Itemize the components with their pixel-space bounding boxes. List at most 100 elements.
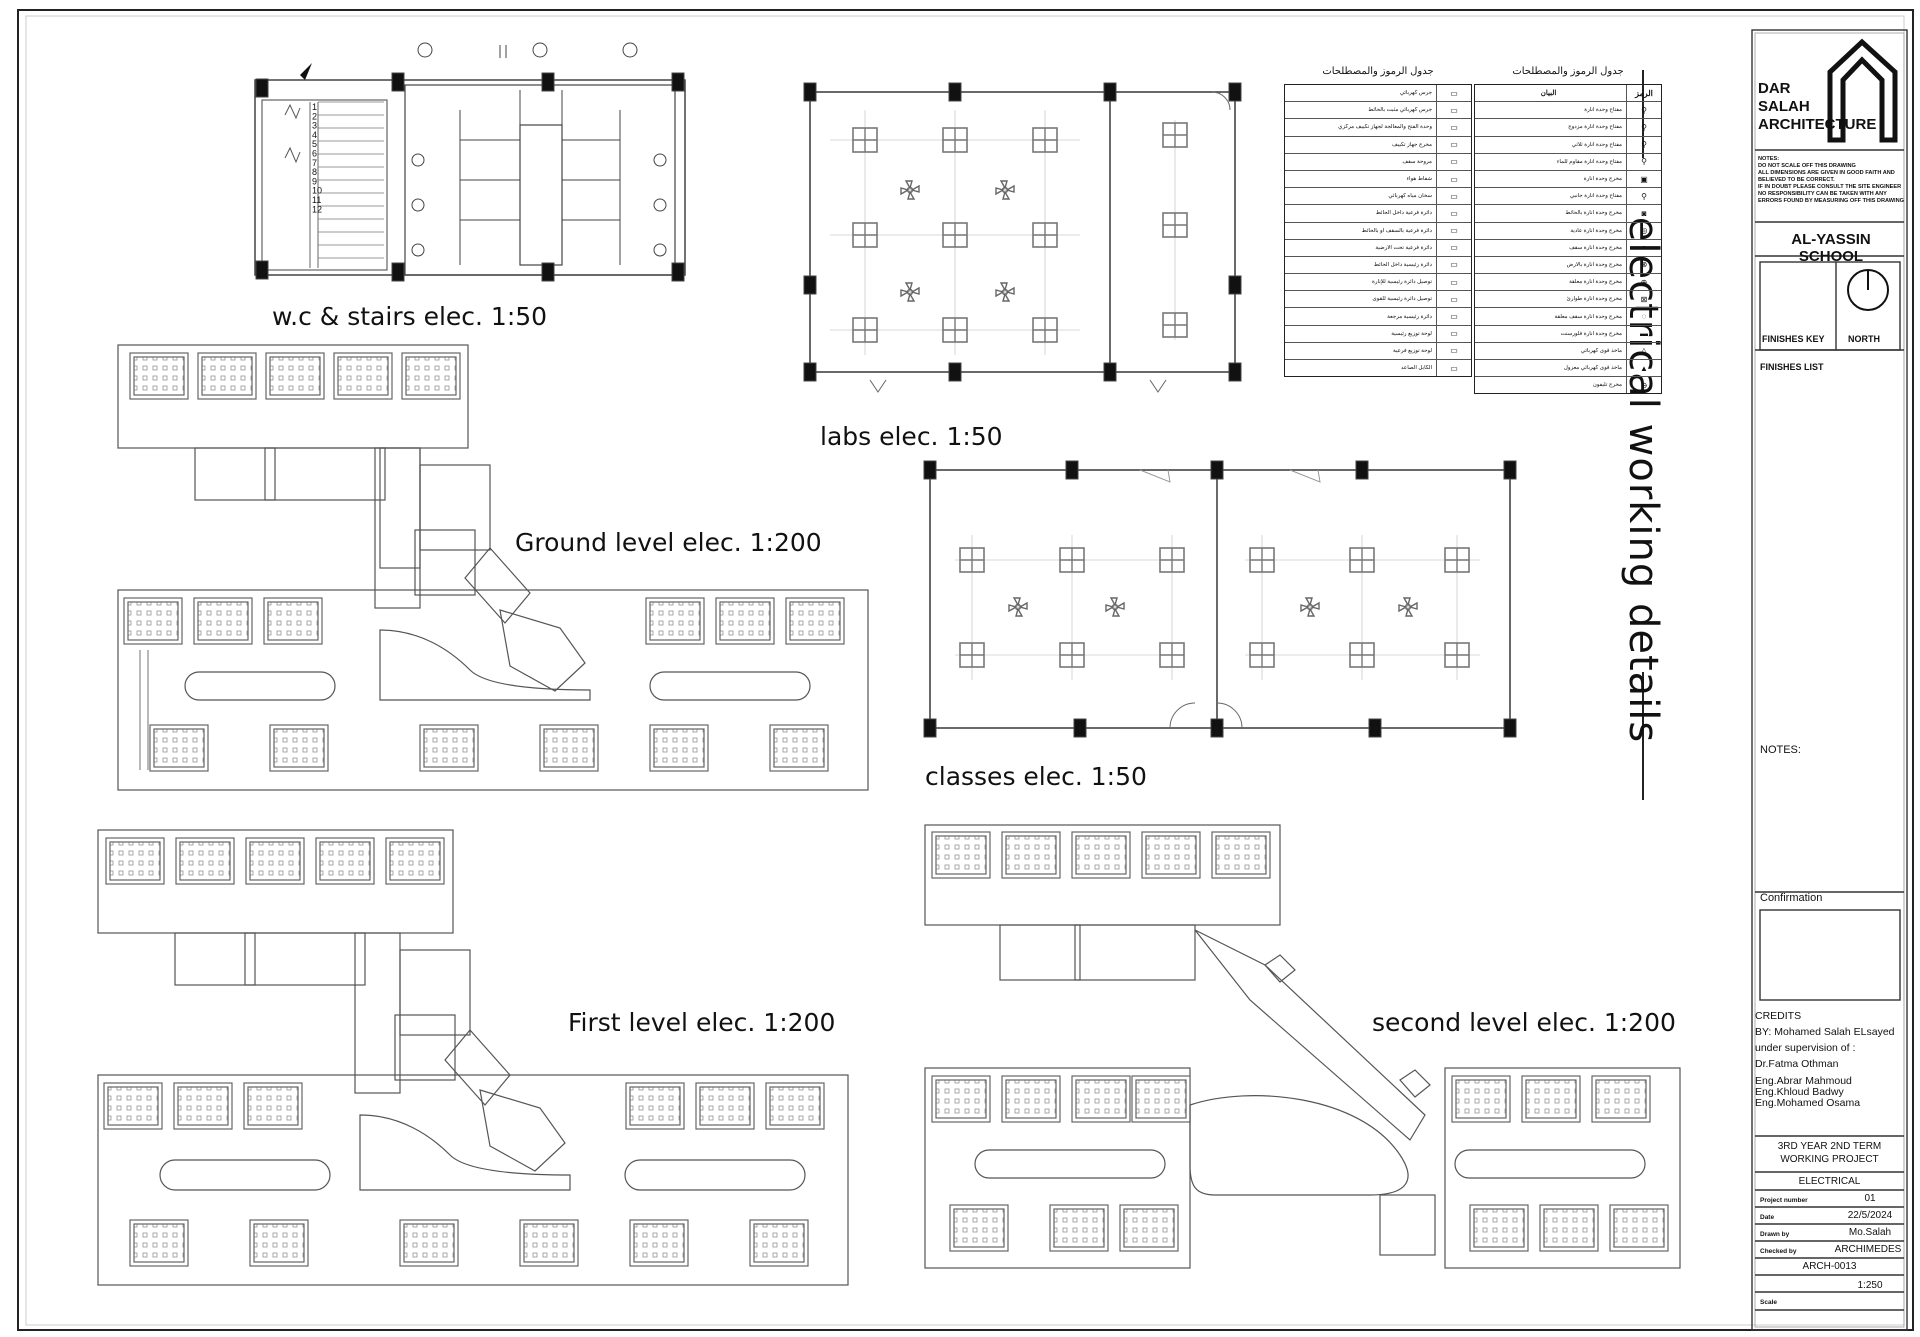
legend-description: مأخذ قوى كهربائي معزول — [1563, 365, 1622, 372]
legend-description: جرس كهربائي — [1399, 90, 1432, 97]
stair-step-number: 5 — [312, 139, 317, 149]
labs-plan — [803, 82, 1242, 393]
legend-row: مخرج وحدة انارة عادية◎ — [1475, 222, 1661, 240]
checked-by: ARCHIMEDES — [1834, 1244, 1902, 1255]
legend-description: جرس كهربائي مثبت بالحائط — [1368, 107, 1432, 114]
credits: CREDITS BY: Mohamed Salah ELsayed under … — [1755, 1008, 1895, 1109]
date: 22/5/2024 — [1847, 1210, 1893, 1221]
legend-row: لوحة توزيع فرعية ▭ — [1285, 342, 1471, 360]
firm-name-line: ARCHITECTURE — [1758, 116, 1877, 133]
stair-step-number: 1 — [312, 102, 317, 112]
legend-description: مفتاح وحدة انارة ثلاثي — [1571, 141, 1622, 148]
credits-heading: CREDITS — [1755, 1010, 1802, 1022]
course: 3RD YEAR 2ND TERM WORKING PROJECT — [1755, 1140, 1904, 1166]
legend-row: وحدة الفتح والمعالجة لجهاز تكييف مركزي▭ — [1285, 119, 1471, 137]
stair-step-number: 9 — [312, 176, 317, 186]
legend-description: مخرج وحدة انارة بالحائط — [1565, 210, 1622, 217]
legend-row: مفتاح وحدة انارة ⚲ — [1475, 102, 1661, 120]
stair-step-number: 7 — [312, 158, 317, 168]
legend-symbol-icon: ⚲ — [1626, 188, 1661, 205]
title-block — [1751, 29, 1908, 1331]
classes-plan — [923, 460, 1517, 738]
legend-description: مخرج وحدة انارة سقف — [1569, 244, 1622, 251]
legend-symbol-icon: ⚲ — [1626, 119, 1661, 136]
legend-description: مخرج وحدة انارة طوارئ — [1566, 296, 1622, 303]
legend-symbol-icon: ▭ — [1436, 239, 1471, 256]
legend-description: لوحة توزيع فرعية — [1393, 347, 1432, 354]
legend-symbol-icon: ⊖ — [1626, 377, 1661, 394]
legend-symbol-icon: ▭ — [1436, 222, 1471, 239]
date-label: Date — [1760, 1214, 1775, 1221]
classes-title: classes elec. 1:50 — [925, 762, 1147, 791]
legend-symbol-icon: ▭ — [1436, 85, 1471, 102]
legend-row: دائرة رئيسية مرجعة▭ — [1285, 308, 1471, 326]
legend-symbol-icon: ⊠ — [1626, 291, 1661, 308]
legend-symbol-icon: ▭ — [1436, 325, 1471, 342]
legend-row: دائرة فرعية تحت الأرضية ▭ — [1285, 239, 1471, 257]
disclaimer-line: NO RESPONSIBILITY CAN BE TAKEN WITH ANY — [1758, 191, 1887, 197]
legend-row: مفتاح وحدة انارة جانبي ⚲ — [1475, 188, 1661, 206]
legend-symbol-icon: ▭ — [1436, 102, 1471, 119]
legend-description: دائرة فرعية داخل الحائط — [1375, 210, 1432, 217]
legend-row: مخرج وحدة انارة▣ — [1475, 170, 1661, 189]
disclaimer-line: ALL DIMENSIONS ARE GIVEN IN GOOD FAITH A… — [1758, 170, 1895, 176]
course-line: 3RD YEAR 2ND TERM — [1777, 1141, 1882, 1152]
stair-step-number: 2 — [312, 111, 317, 121]
project-number-label: Project number — [1760, 1197, 1808, 1204]
legend-description: مفتاح وحدة انارة — [1584, 107, 1622, 114]
legend-header-sym: الرمز — [1626, 85, 1661, 102]
disclaimer-line: ERRORS FOUND BY MEASURING OFF THIS DRAWI… — [1758, 198, 1904, 204]
supervisor-name: Eng.Abrar Mahmoud — [1755, 1075, 1852, 1087]
legend-description: دائرة رئيسية داخل الحائط — [1373, 261, 1432, 268]
stair-step-number: 6 — [312, 149, 317, 159]
stair-step-number: 3 — [312, 121, 317, 131]
drawing-number: ARCH-0013 — [1802, 1261, 1857, 1272]
legend-row: دائرة فرعية بالسقف أو بالحائط▭ — [1285, 222, 1471, 240]
legend-symbol-icon: ⚲ — [1626, 102, 1661, 119]
credits-author: BY: Mohamed Salah ELsayed — [1755, 1026, 1895, 1038]
legend-description: مروحة سقف — [1402, 158, 1432, 165]
legend-symbol-icon: ▭ — [1436, 291, 1471, 308]
scale-label: Scale — [1760, 1299, 1777, 1306]
stair-step-number: 8 — [312, 167, 317, 177]
ground-level-plan — [117, 344, 869, 791]
legend-row: سخان مياه كهربائي▭ — [1285, 188, 1471, 206]
legend-description: مخرج وحدة انارة معلقة — [1569, 279, 1622, 286]
legend-symbol-icon: ▭ — [1436, 136, 1471, 153]
legend-symbol-icon: ○ — [1626, 239, 1661, 256]
disclaimer-line: IF IN DOUBT PLEASE CONSULT THE SITE ENGI… — [1758, 184, 1902, 190]
legend-row: مخرج وحدة انارة بالأرض ⊗ — [1475, 256, 1661, 275]
legend-symbol-icon: ▭ — [1436, 308, 1471, 325]
stair-step-number: 12 — [312, 204, 322, 214]
legend-symbol-icon: ⊗ — [1626, 256, 1661, 274]
legend-symbol-icon: ▭ — [1436, 342, 1471, 359]
legend-row: مأخذ قوى كهربائي△ — [1475, 342, 1661, 360]
legend-row: مفتاح وحدة انارة مزدوج ⚲ — [1475, 119, 1661, 137]
legend-description: مخرج وحدة انارة بالأرض — [1566, 261, 1622, 268]
legend-header-desc: البيان — [1540, 90, 1557, 98]
ground-level-title: Ground level elec. 1:200 — [515, 528, 822, 557]
legend-description: مفتاح وحدة انارة مزدوج — [1568, 124, 1622, 131]
legend-row: مخرج وحدة انارة طوارئ ⊠ — [1475, 291, 1661, 309]
legend-row: مخرج وحدة انارة سقف معلقة◌ — [1475, 308, 1661, 326]
legend-symbol-icon: ▭ — [1436, 153, 1471, 170]
first-level-title: First level elec. 1:200 — [568, 1008, 836, 1037]
legend-description: مفتاح وحدة انارة مقاوم للماء — [1556, 158, 1622, 165]
legend-description: مفتاح وحدة انارة جانبي — [1569, 193, 1622, 200]
legend-row: مخرج وحدة انارة معلقة⊕ — [1475, 274, 1661, 292]
legend-title: جدول الرموز والمصطلحات — [1322, 66, 1434, 77]
legend-description: لوحة توزيع رئيسية — [1391, 330, 1432, 337]
labs-title: labs elec. 1:50 — [820, 422, 1003, 451]
legend-row: دائرة فرعية داخل الحائط▭ — [1285, 205, 1471, 223]
discipline: ELECTRICAL — [1798, 1176, 1861, 1187]
legend-description: مخرج تليفون — [1592, 382, 1622, 389]
legend-description: مأخذ قوى كهربائي — [1580, 347, 1622, 354]
supervisor-name: Eng.Mohamed Osama — [1755, 1097, 1861, 1109]
legend-row: توصيل دائرة رئيسية للقوى▭ — [1285, 291, 1471, 309]
legend-row: مفتاح وحدة انارة ثلاثي ⚲ — [1475, 136, 1661, 154]
second-level-title: second level elec. 1:200 — [1372, 1008, 1676, 1037]
legend-description: دائرة فرعية تحت الأرضية — [1375, 244, 1432, 251]
legend-symbol-icon: ⚲ — [1626, 136, 1661, 153]
legend-symbol-icon: ▭ — [1436, 188, 1471, 205]
